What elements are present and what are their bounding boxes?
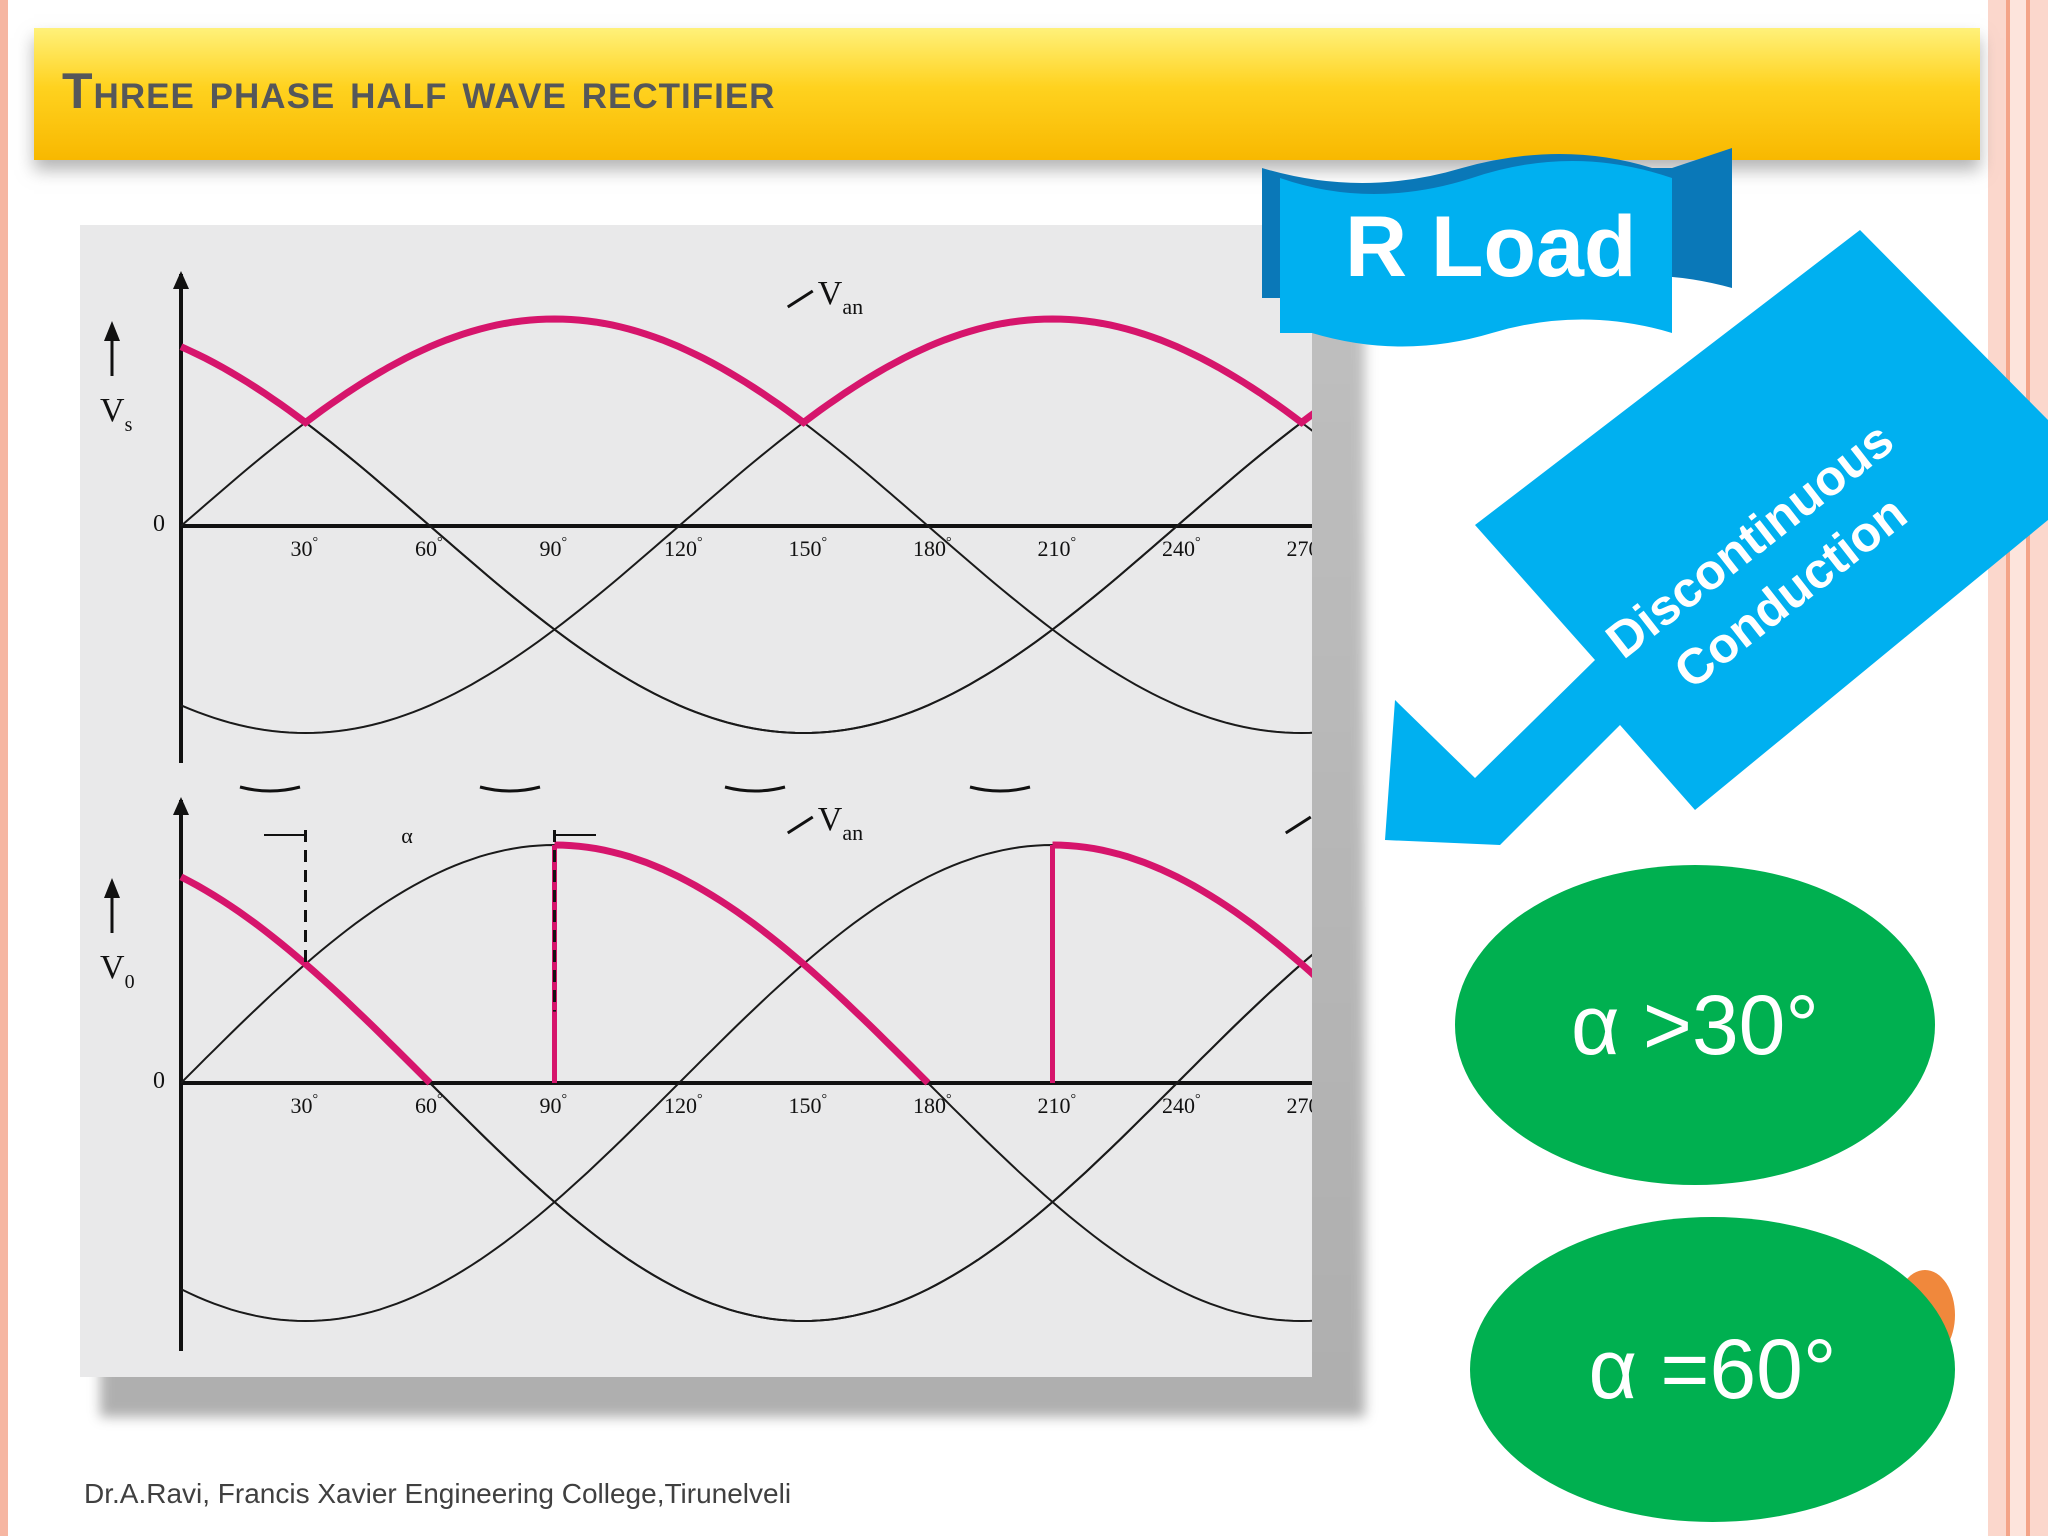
bottom-output-seg-0 [179,873,433,1086]
slide-left-border [0,0,8,1536]
bottom-output-seg-1 [554,841,931,1086]
chart-frame [80,225,1312,1377]
bottom-tick-270: 270° [1287,1092,1313,1118]
top-tick-270: 270° [1287,535,1313,561]
top-tick-120: 120° [664,535,703,561]
alpha-condition-ellipse: α >30° [1455,865,1935,1185]
alpha-value-text: α =60° [1588,1322,1837,1416]
bottom-origin-label: 0 [153,1068,165,1094]
bottom-sine-1 [180,843,1312,1323]
bottom-tick-240: 240° [1162,1092,1201,1118]
bottom-tick-180: 180° [913,1092,952,1118]
footer-credit: Dr.A.Ravi, Francis Xavier Engineering Co… [84,1478,792,1509]
slide-right-border [1988,0,2048,1536]
bottom-tick-210: 210° [1038,1092,1077,1118]
bottom-output-seg-2 [1052,841,1312,978]
bottom-phase-pointer-an [786,815,814,835]
top-output-wave [179,315,1312,427]
bottom-alpha-marker: α [401,823,413,848]
panel-break-2 [724,785,786,793]
top-tick-180: 180° [913,535,952,561]
panel-break-3 [969,785,1031,793]
rload-banner [1262,148,1732,347]
title-bar [34,28,1980,160]
top-tick-210: 210° [1038,535,1077,561]
slide-title: Three phase half wave rectifier [62,63,776,119]
alpha-condition-text: α >30° [1571,977,1819,1072]
bottom-sine-3 [180,876,1312,1323]
rload-label: R Load [1345,199,1637,295]
top-phase-pointer-an [786,289,814,309]
top-tick-240: 240° [1162,535,1201,561]
bottom-ylabel-arrowhead [104,878,120,898]
bottom-tick-120: 120° [664,1092,703,1118]
top-ylabel-arrowhead [104,321,120,341]
bottom-y-arrow [173,797,189,815]
top-y-arrow [173,271,189,289]
waveform-diagram: 30°60°90°120°150°180°210°240°270°300°330… [100,271,1313,1351]
bottom-tick-150: 150° [789,1092,828,1118]
top-tick-150: 150° [789,535,828,561]
alpha-value-ellipse: α =60° [1470,1217,1955,1522]
bottom-phase-pointer-bn [1284,815,1312,835]
top-origin-label: 0 [153,511,165,537]
top-sine-3 [180,345,1312,735]
panel-break-0 [239,785,301,793]
panel-break-1 [479,785,541,793]
